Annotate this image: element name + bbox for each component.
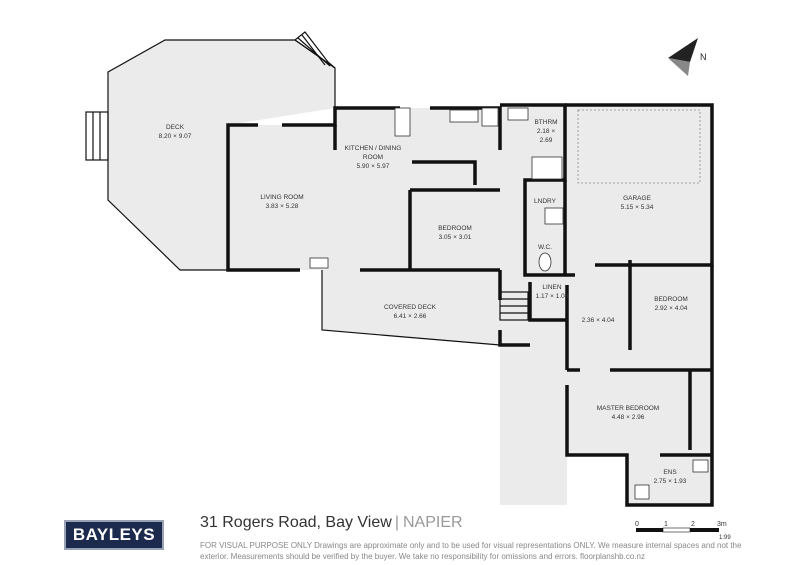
garage-label: GARAGE	[623, 195, 651, 202]
scale-ratio: 1:99	[719, 535, 731, 541]
scale-bar: 0 1 2 3m 1:99	[635, 521, 731, 541]
deck-area	[108, 40, 335, 270]
kitchen-size: 5.90 × 5.97	[357, 163, 390, 170]
living-room-size: 3.83 × 5.28	[266, 203, 299, 210]
room-size: 2.36 × 4.04	[582, 317, 615, 324]
living-kitchen-area	[228, 108, 500, 270]
covered-deck-outline	[321, 270, 501, 346]
deck-stairs-top	[293, 31, 336, 69]
service-area	[500, 105, 712, 275]
ensuite-label: ENS	[663, 469, 677, 476]
laundry-label: LNDRY	[534, 198, 557, 205]
compass-label: N	[700, 52, 707, 62]
bathroom-size: 2.18 ×	[537, 128, 555, 135]
bathroom-label: BTHRM	[534, 119, 557, 126]
kitchen-label: KITCHEN / DINING	[345, 145, 402, 152]
bedroom-2-label: BEDROOM	[654, 296, 688, 303]
master-bedroom-size: 4.48 × 2.96	[612, 414, 645, 421]
deck-size: 8.20 × 9.07	[159, 133, 192, 140]
garage-parking-marking	[577, 109, 701, 184]
bedroom-1-label: BEDROOM	[438, 225, 472, 232]
linen-size: 1.17 × 1.08	[536, 293, 569, 300]
stairs-hall	[499, 291, 529, 321]
disclaimer-text: FOR VISUAL PURPOSE ONLY Drawings are app…	[200, 541, 742, 561]
walls	[226, 103, 714, 507]
covered-deck-area	[322, 270, 500, 345]
scale-tick-2: 2	[691, 521, 695, 528]
deck-stairs-left	[85, 111, 109, 161]
bedroom-1-size: 3.05 × 3.01	[439, 234, 472, 241]
scale-tick-0: 0	[635, 521, 639, 528]
fixtures	[309, 107, 709, 500]
address-text: 31 Rogers Road, Bay View	[200, 514, 392, 531]
deck-label: DECK	[166, 124, 185, 131]
scale-tick-1: 1	[664, 521, 668, 528]
city-text: NAPIER	[402, 514, 463, 531]
garage-size: 5.15 × 5.34	[621, 204, 654, 211]
bayleys-logo: BAYLEYS	[64, 520, 164, 550]
bathroom-size-2: 2.69	[540, 137, 553, 144]
linen-label: LINEN	[542, 284, 561, 291]
compass-icon: N	[668, 38, 707, 76]
ensuite-size: 2.75 × 1.93	[654, 478, 687, 485]
scale-tick-3: 3m	[717, 521, 727, 528]
wc-label: W.C.	[538, 244, 552, 251]
listing-address: 31 Rogers Road, Bay View|NAPIER	[200, 514, 463, 531]
kitchen-label-2: ROOM	[363, 154, 383, 161]
bedroom-2-size: 2.92 × 4.04	[655, 305, 688, 312]
living-room-label: LIVING ROOM	[260, 194, 303, 201]
covered-deck-label: COVERED DECK	[384, 304, 437, 311]
master-bedroom-label: MASTER BEDROOM	[597, 405, 659, 412]
covered-deck-size: 6.41 × 2.66	[394, 313, 427, 320]
room-labels: DECK 8.20 × 9.07 LIVING ROOM 3.83 × 5.28…	[159, 119, 688, 485]
